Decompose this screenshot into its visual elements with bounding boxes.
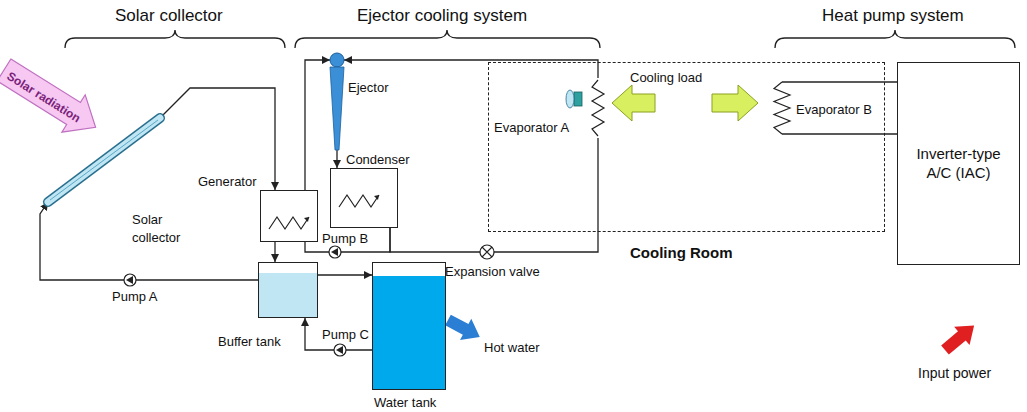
part-label: Water tank — [374, 395, 436, 410]
part-label-holder: Evaporator A — [494, 118, 569, 136]
node: Inverter-type A/C (IAC) — [897, 62, 1020, 265]
pump-symbol — [334, 344, 346, 356]
cooling-load-arrow — [612, 85, 655, 121]
node: Condenser — [330, 150, 415, 230]
group-heading: Heat pump system — [822, 6, 964, 25]
water-tank — [372, 262, 446, 390]
radiation-label-holder: Solar radiation — [4, 66, 85, 126]
valve-label: Expansion valve — [445, 264, 540, 279]
group-heading: Ejector cooling system — [357, 6, 527, 25]
node: Buffer tank — [218, 262, 320, 354]
group-heading-holder: Heat pump system — [822, 6, 964, 26]
group-brace — [65, 30, 285, 48]
box-label-holder: Inverter-type A/C (IAC) — [907, 145, 1010, 182]
pipe-connector — [305, 60, 330, 190]
group-heading-holder: Ejector cooling system — [357, 6, 527, 26]
part-label: Condenser — [346, 152, 410, 167]
power-label: Input power — [918, 365, 991, 381]
evaporator-coil — [590, 78, 606, 138]
pump-symbol — [331, 248, 338, 256]
generator-box — [260, 190, 318, 242]
part-label-holder: Ejector — [348, 78, 388, 96]
valve-label-holder: Expansion valve — [445, 262, 540, 280]
pump-label-holder: Pump B — [322, 229, 368, 247]
node: Ejector — [327, 50, 402, 156]
radiation-arrow — [0, 51, 107, 146]
pump-label-holder: Pump A — [112, 287, 158, 305]
pump-label-holder: Pump C — [322, 325, 369, 343]
pump-label: Pump A — [112, 289, 158, 304]
condenser-box — [330, 168, 398, 228]
part-label-holder: Condenser — [346, 150, 410, 168]
node: Water tank — [370, 262, 450, 412]
cooling-load-arrow — [712, 85, 758, 121]
coil-symbol — [333, 173, 389, 223]
buffer-tank — [258, 262, 318, 318]
node: Generator — [198, 170, 322, 244]
collector-tube — [40, 110, 170, 210]
power-label-holder: Input power — [918, 364, 991, 382]
pipe-connector — [318, 274, 372, 275]
cooling-room-region — [488, 62, 885, 232]
pipe-connector — [390, 138, 598, 252]
pipe-connector — [274, 242, 275, 262]
part-label: Solar collector — [132, 212, 180, 245]
group-heading: Solar collector — [115, 6, 223, 25]
part-label: Buffer tank — [218, 334, 281, 349]
part-label: Evaporator B — [796, 102, 872, 117]
part-label-holder: Water tank — [374, 393, 436, 411]
part-label: Evaporator A — [494, 120, 569, 135]
region-title: Cooling Room — [630, 244, 732, 261]
group-brace — [775, 30, 1015, 48]
part-label-holder: Generator — [198, 172, 257, 190]
region-label-holder: Cooling load — [630, 68, 702, 86]
part-label-holder: Evaporator B — [796, 100, 872, 118]
pump-label: Pump B — [322, 231, 368, 246]
box-label: Inverter-type A/C (IAC) — [916, 145, 1000, 180]
node: Evaporator A — [494, 78, 609, 138]
pump-symbol — [124, 274, 136, 286]
pump-symbol — [329, 246, 341, 258]
fan-symbol — [562, 88, 586, 110]
group-brace — [295, 30, 600, 48]
outlet-label: Hot water — [484, 340, 540, 355]
hot-water-arrow — [442, 309, 485, 347]
expansion-valve-symbol — [482, 247, 492, 257]
part-label-holder: Solar collector — [132, 210, 198, 247]
pump-symbol — [336, 346, 343, 354]
pipe-connector — [782, 133, 897, 134]
group-heading-holder: Solar collector — [115, 6, 223, 26]
part-label-holder: Buffer tank — [218, 332, 281, 350]
pipe-connector — [160, 88, 275, 190]
region-label: Cooling load — [630, 70, 702, 85]
node: Cooling loadCooling Room Evaporator A Evap… — [488, 62, 885, 267]
pipe-connector — [40, 202, 258, 280]
pipe-connector — [336, 150, 337, 168]
node: Solar collector — [40, 110, 200, 245]
region-title-holder: Cooling Room — [630, 244, 732, 262]
outlet-label-holder: Hot water — [484, 338, 540, 356]
evaporator-coil — [772, 80, 792, 136]
input-power-arrow — [937, 316, 982, 359]
part-label: Generator — [198, 174, 257, 189]
node: Evaporator B — [772, 80, 882, 136]
pump-symbol — [126, 276, 133, 284]
coil-symbol — [263, 195, 319, 245]
pipe-connector — [782, 81, 897, 82]
pump-label: Pump C — [322, 327, 369, 342]
ejector-symbol — [327, 50, 347, 154]
part-label: Ejector — [348, 80, 388, 95]
expansion-valve-symbol — [480, 245, 494, 259]
